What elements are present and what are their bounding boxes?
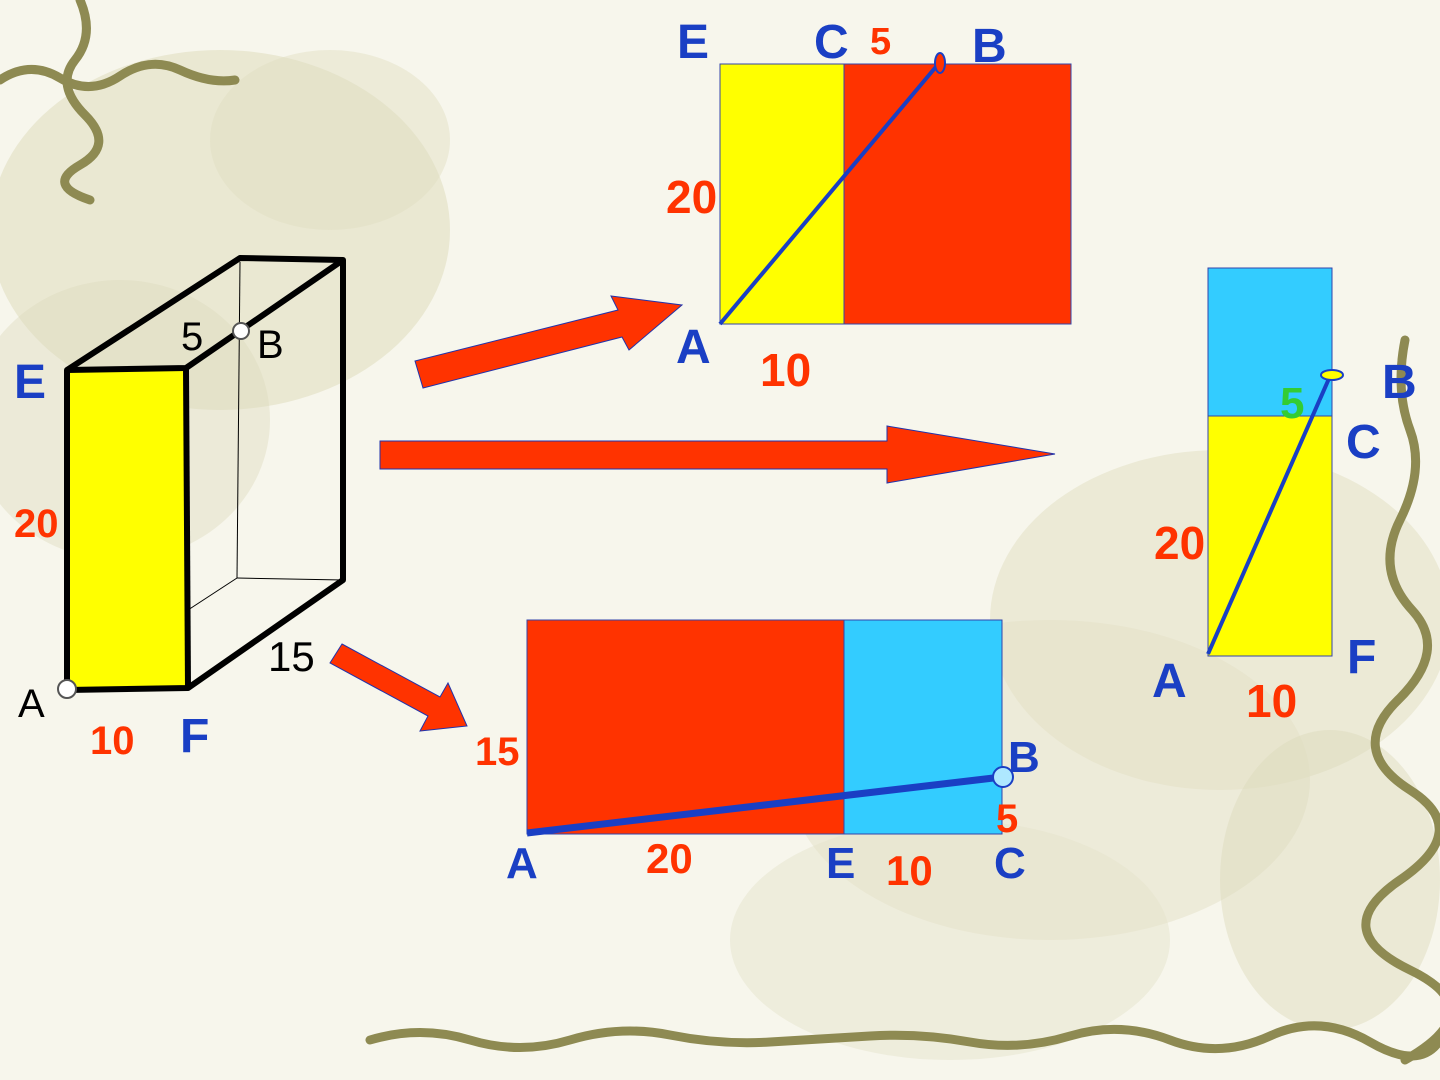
net-bottom-path (526, 773, 1003, 837)
net-top-yellow-face (719, 63, 845, 325)
net-bottom-label-b: B (1008, 733, 1040, 782)
box-label-b: B (257, 323, 284, 367)
net-top: E C 5 B 20 A 10 (666, 16, 1072, 396)
net-top-red-face (843, 63, 1072, 325)
net-bottom-label-ae: 20 (646, 835, 693, 882)
net-right-yellow-face (1207, 415, 1333, 657)
net-bottom-label-cb: 5 (996, 797, 1018, 841)
net-right-label-height: 20 (1154, 517, 1205, 569)
net-bottom-label-ec: 10 (886, 847, 933, 894)
net-top-label-a: A (676, 321, 711, 374)
net-right-label-a: A (1152, 655, 1187, 708)
net-right-label-f: F (1347, 631, 1376, 684)
net-right-path (1206, 373, 1333, 655)
arrow-to-top-net (414, 295, 684, 389)
net-bottom-label-height: 15 (475, 730, 520, 774)
net-right-point-b (1320, 369, 1344, 381)
box-label-width: 10 (90, 719, 135, 763)
net-right: 5 B C 20 A F 10 (1152, 267, 1417, 727)
net-top-point-b (934, 52, 946, 74)
net-top-label-b: B (972, 20, 1007, 73)
net-bottom-cyan-face (843, 619, 1003, 835)
box-point-b (232, 322, 250, 340)
box-label-e: E (14, 356, 46, 409)
arrow-to-right-net (379, 425, 1056, 484)
net-bottom: 15 B 5 A 20 E 10 C (475, 619, 1040, 894)
net-top-label-e: E (677, 16, 709, 69)
net-right-cyan-face (1207, 267, 1333, 417)
box-label-height: 20 (14, 502, 59, 546)
box-label-depth: 15 (268, 633, 315, 680)
net-bottom-label-a: A (506, 839, 538, 888)
net-bottom-label-e: E (826, 839, 855, 888)
box-label-a: A (18, 682, 45, 726)
net-top-path (718, 60, 942, 326)
net-top-label-height: 20 (666, 171, 717, 223)
box-front-face (67, 368, 188, 690)
net-right-label-c: C (1346, 416, 1381, 469)
box-label-top: 5 (181, 315, 203, 359)
net-top-label-width: 10 (760, 344, 811, 396)
arrows (329, 295, 1056, 732)
net-bottom-point-b (992, 766, 1014, 788)
box-3d: E 20 A 10 F 15 5 B (14, 255, 346, 763)
net-bottom-label-c: C (994, 839, 1026, 888)
net-right-label-cb: 5 (1280, 379, 1304, 428)
net-top-label-cb: 5 (870, 21, 891, 63)
net-right-label-b: B (1382, 356, 1417, 409)
net-top-label-c: C (814, 16, 849, 69)
box-point-a (57, 679, 77, 699)
box-label-f: F (180, 710, 209, 763)
arrow-to-bottom-net (329, 643, 468, 732)
net-right-label-width: 10 (1246, 675, 1297, 727)
